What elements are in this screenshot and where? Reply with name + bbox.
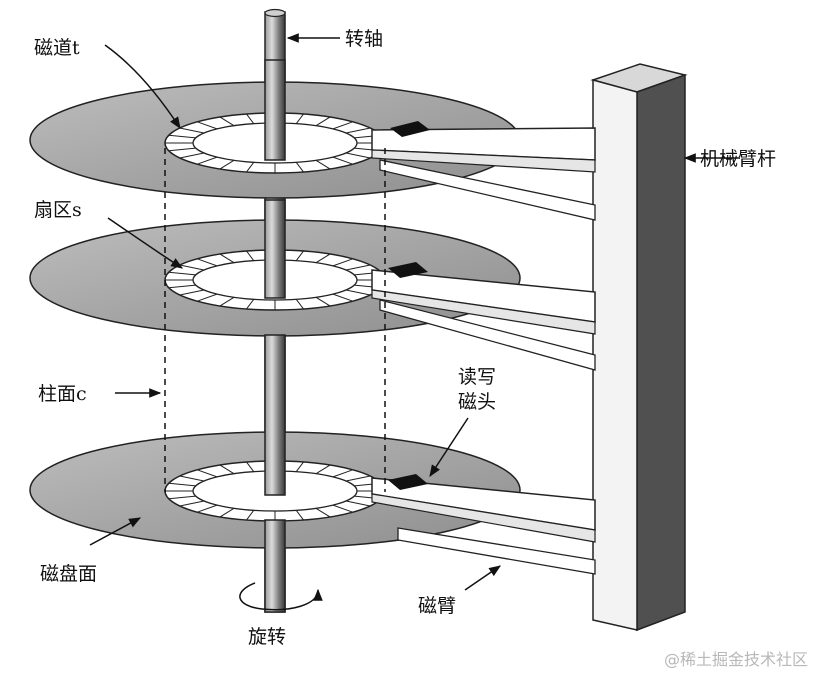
sector-divider <box>197 156 218 165</box>
sector-divider <box>345 127 371 134</box>
sector-divider <box>332 258 353 267</box>
sector-divider <box>197 121 218 130</box>
sector-divider <box>315 253 331 264</box>
sector-divider <box>219 507 235 518</box>
sector-divider <box>345 475 371 482</box>
sector-divider <box>345 289 371 296</box>
label-rw-head-line1: 读写 <box>458 366 496 388</box>
arm-bottom <box>371 474 596 575</box>
sector-divider <box>219 159 235 170</box>
sector-divider <box>197 258 218 267</box>
cylinder-outline <box>164 148 386 492</box>
sector-divider <box>345 500 371 507</box>
spindle-segment <box>264 199 286 299</box>
sector-divider <box>168 284 196 289</box>
label-spindle: 转轴 <box>345 28 383 50</box>
sector-divider <box>315 116 331 127</box>
label-rotation: 旋转 <box>248 626 286 648</box>
sector-divider <box>295 250 304 261</box>
sector-divider <box>168 495 196 500</box>
rw-head-top <box>390 121 430 137</box>
sector-divider <box>179 152 205 159</box>
sector-divider <box>179 289 205 296</box>
sector-divider <box>219 296 235 307</box>
sector-divider <box>219 464 235 475</box>
sector-divider <box>295 510 304 521</box>
sector-divider <box>295 461 304 472</box>
sector-divider <box>246 162 255 173</box>
sector-divider <box>197 469 218 478</box>
sector-divider <box>179 475 205 482</box>
sector-divider <box>179 264 205 271</box>
sector-divider <box>219 253 235 264</box>
watermark: @稀土掘金技术社区 <box>664 650 808 669</box>
label-cylinder: 柱面c <box>38 383 87 405</box>
spindle-segment <box>264 519 286 613</box>
rw-head-middle <box>388 262 428 278</box>
label-track: 磁道t <box>34 37 80 59</box>
arm-middle <box>371 262 596 371</box>
sector-divider <box>332 469 353 478</box>
sector-divider <box>179 127 205 134</box>
arm-column <box>590 63 688 632</box>
sector-divider <box>315 507 331 518</box>
label-arm-column: 机械臂杆 <box>700 148 776 170</box>
sector-divider <box>219 116 235 127</box>
sector-divider <box>168 271 196 276</box>
sector-divider <box>179 500 205 507</box>
sector-divider <box>168 482 196 487</box>
sector-divider <box>332 121 353 130</box>
sector-divider <box>332 504 353 513</box>
label-arm: 磁臂 <box>418 595 456 617</box>
sector-divider <box>246 250 255 261</box>
leader-lines <box>89 33 740 591</box>
sector-divider <box>168 147 196 152</box>
sector-divider <box>315 296 331 307</box>
sector-divider <box>295 162 304 173</box>
label-sector: 扇区s <box>34 199 82 221</box>
sector-divider <box>345 152 371 159</box>
sector-divider <box>246 510 255 521</box>
label-platter-surface: 磁盘面 <box>40 563 97 585</box>
rotation-arrow <box>239 582 323 611</box>
sector-divider <box>197 293 218 302</box>
sector-divider <box>315 159 331 170</box>
sector-divider <box>168 134 196 139</box>
label-rw-head-line2: 磁头 <box>458 391 496 413</box>
sector-divider <box>295 113 304 124</box>
arm-top <box>371 121 596 221</box>
sector-divider <box>315 464 331 475</box>
sector-divider <box>246 461 255 472</box>
spindle-segment <box>264 59 286 161</box>
sector-divider <box>332 156 353 165</box>
sector-divider <box>246 299 255 310</box>
sector-divider <box>246 113 255 124</box>
sector-divider <box>345 264 371 271</box>
spindle-segment <box>264 334 286 496</box>
rw-head-bottom <box>388 474 428 490</box>
sector-divider <box>295 299 304 310</box>
sector-divider <box>197 504 218 513</box>
sector-divider <box>332 293 353 302</box>
